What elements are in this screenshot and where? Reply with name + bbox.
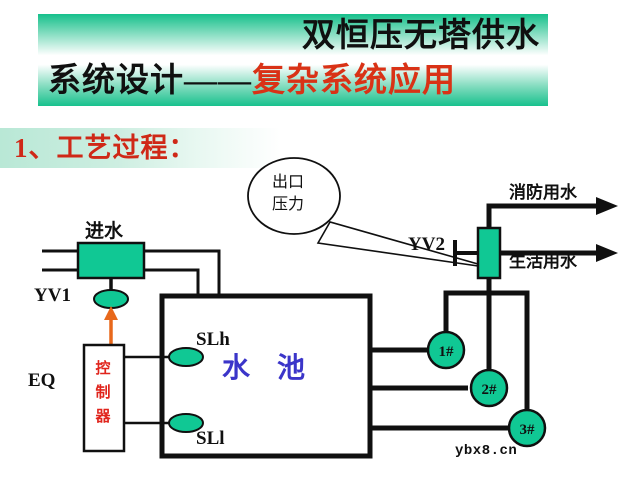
controller-label: 控制器 [95, 361, 111, 425]
yv2-valve-body [476, 226, 502, 280]
pump-1 [426, 330, 466, 370]
fire-water-label: 消防用水 [509, 183, 577, 202]
callout-text-line-2: 压力 [272, 196, 305, 213]
title-line-2-black: 系统设计—— [48, 63, 252, 99]
pump-2 [469, 368, 509, 408]
watermark: ybx8.cn [455, 443, 518, 459]
section-heading-text: 1、工艺过程： [14, 133, 197, 163]
yv1-solenoid [93, 289, 129, 309]
tank-label: 水 池 [222, 353, 316, 384]
callout-bubble [247, 157, 341, 235]
inlet-pipe-lower-right [144, 268, 200, 296]
level-low-label: SLl [196, 428, 225, 449]
pump-3 [507, 408, 547, 448]
controller-box [82, 343, 126, 453]
inlet-label: 进水 [85, 221, 124, 242]
inlet-valve-body [76, 241, 146, 280]
yv2-label: YV2 [408, 234, 445, 255]
level-high-label: SLh [196, 329, 230, 350]
pump-1-label: 1# [439, 344, 455, 360]
title-line-2: 系统设计——复杂系统应用 [48, 58, 456, 104]
fire-water-branch [486, 203, 521, 228]
pump-3-label: 3# [520, 422, 536, 438]
callout-text: 出口 压力 [272, 172, 304, 216]
section-heading-band: 1、工艺过程： [0, 128, 280, 168]
domestic-water-label: 生活用水 [509, 252, 577, 271]
callout-pointer [316, 221, 493, 269]
control-signal-arrowhead [104, 306, 118, 320]
pump-3-discharge-riser [489, 290, 530, 428]
eq-label: EQ [28, 370, 56, 391]
yv1-label: YV1 [34, 285, 71, 306]
callout-text-line-1: 出口 [272, 174, 305, 191]
title-line-2-red: 复杂系统应用 [252, 63, 456, 99]
title-line-1: 双恒压无塔供水 [302, 18, 540, 54]
level-sensor-high [168, 347, 204, 367]
fire-water-arrowhead [596, 197, 618, 215]
inlet-pipe-upper-right [144, 249, 221, 296]
pump-2-label: 2# [482, 382, 498, 398]
title-banner: 双恒压无塔供水 系统设计——复杂系统应用 [38, 14, 548, 106]
domestic-water-arrowhead [596, 244, 618, 262]
